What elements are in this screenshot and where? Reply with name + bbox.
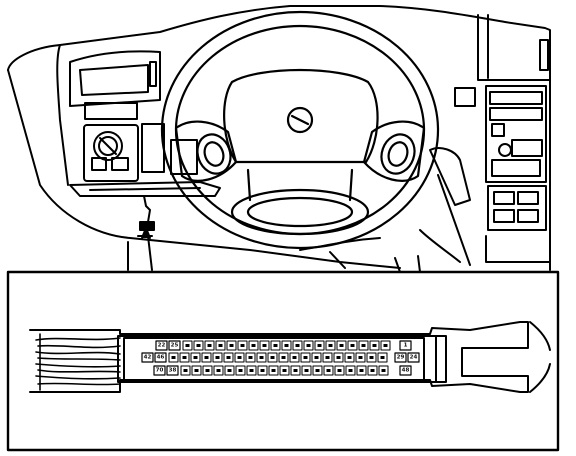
connector-pin-contact — [270, 356, 275, 359]
connector-pin-contact — [194, 369, 199, 372]
connector-pin-contact — [284, 344, 289, 347]
connector-pin-contact — [325, 356, 330, 359]
ecu-location-pointer — [127, 195, 155, 271]
pin-label-48: 48 — [402, 368, 410, 374]
connector-pin-contact — [328, 344, 333, 347]
dashboard-drawing — [7, 5, 551, 273]
steering-wheel — [160, 10, 440, 250]
connector-pin-contact — [182, 356, 187, 359]
connector-pin-contact — [260, 369, 265, 372]
connector-pin-contact — [348, 369, 353, 372]
pin-label-70: 70 — [156, 368, 164, 374]
connector-pin-contact — [281, 356, 286, 359]
connector-pin-contact — [249, 369, 254, 372]
pin-label-group: 22 25 1 42 46 29 24 70 38 48 — [141, 340, 420, 376]
connector-pin-contact — [326, 369, 331, 372]
connector-pin-contact — [347, 356, 352, 359]
connector-pin-contact — [226, 356, 231, 359]
connector-pin-contact — [303, 356, 308, 359]
connector-pin-contact — [314, 356, 319, 359]
connector-pin-contact — [204, 356, 209, 359]
connector-pin-contact — [372, 344, 377, 347]
pin-label-22: 22 — [158, 343, 166, 349]
connector-pin-contact — [193, 356, 198, 359]
pin-label-38: 38 — [169, 368, 177, 374]
connector-pin-contact — [218, 344, 223, 347]
connector-pin-contact — [315, 369, 320, 372]
connector-pin-contact — [350, 344, 355, 347]
connector-pin-contact — [196, 344, 201, 347]
connector-pin-contact — [251, 344, 256, 347]
pin-label-46: 46 — [157, 355, 165, 361]
connector-pin-contact — [336, 356, 341, 359]
connector-pin-contact — [259, 356, 264, 359]
connector-pin-contact — [383, 344, 388, 347]
pin-label-42: 42 — [144, 355, 152, 361]
connector-pin-contact — [185, 344, 190, 347]
connector-pin-contact — [369, 356, 374, 359]
connector-pin-contact — [273, 344, 278, 347]
connector-pins — [168, 340, 391, 376]
connector-pin-contact — [293, 369, 298, 372]
pin-label-1: 1 — [404, 343, 408, 349]
connector-pin-contact — [361, 344, 366, 347]
connector-pin-contact — [227, 369, 232, 372]
connector-pin-contact — [171, 356, 176, 359]
wire-harness — [35, 333, 121, 391]
connector-pin-contact — [292, 356, 297, 359]
connector-pin-contact — [282, 369, 287, 372]
connector-pin-contact — [306, 344, 311, 347]
connector-pin-contact — [238, 369, 243, 372]
connector-pin-contact — [339, 344, 344, 347]
connector-pin-contact — [271, 369, 276, 372]
connector-pin-contact — [205, 369, 210, 372]
pin-label-29: 29 — [397, 355, 405, 361]
inset-frame — [6, 270, 560, 452]
connector-pin-contact — [380, 356, 385, 359]
connector-pin-contact — [304, 369, 309, 372]
connector-pin-contact — [215, 356, 220, 359]
connector-pin-contact — [295, 344, 300, 347]
connector-pin-contact — [262, 344, 267, 347]
pin-label-24: 24 — [410, 355, 418, 361]
connector-housing — [29, 321, 551, 393]
connector-pin-contact — [370, 369, 375, 372]
connector-pin-contact — [317, 344, 322, 347]
connector-pin-contact — [216, 369, 221, 372]
connector-pin-contact — [358, 356, 363, 359]
connector-pin-contact — [337, 369, 342, 372]
connector-pin-contact — [229, 344, 234, 347]
connector-pin-contact — [248, 356, 253, 359]
connector-pin-contact — [381, 369, 386, 372]
pin-label-25: 25 — [171, 343, 179, 349]
connector-pin-contact — [237, 356, 242, 359]
connector-pin-contact — [207, 344, 212, 347]
connector-pin-contact — [240, 344, 245, 347]
connector-pin-contact — [359, 369, 364, 372]
connector-pin-contact — [183, 369, 188, 372]
